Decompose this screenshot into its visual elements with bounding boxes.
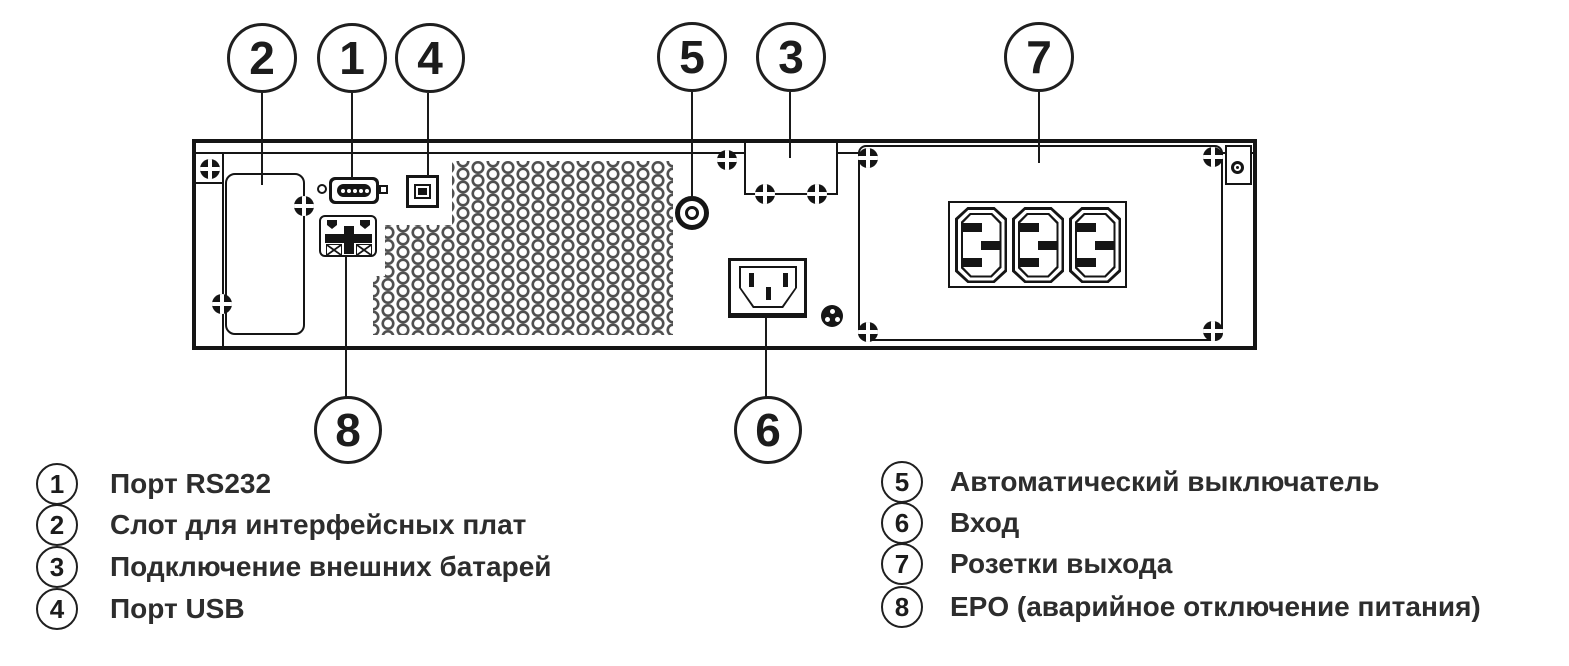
outlet-c13 bbox=[1012, 207, 1064, 283]
leader-line-8 bbox=[345, 257, 347, 397]
legend-number-7: 7 bbox=[881, 543, 923, 585]
legend-item-1: 1 Порт RS232 bbox=[36, 463, 271, 505]
leader-line-3 bbox=[789, 92, 791, 158]
callout-circle-6: 6 bbox=[734, 396, 802, 464]
interface-card-slot bbox=[225, 173, 305, 335]
legend-label-2: Слот для интерфейсных плат bbox=[110, 509, 527, 540]
legend-number-2: 2 bbox=[36, 504, 78, 546]
rs232-left-screw-icon bbox=[317, 184, 327, 194]
legend-item-7: 7 Розетки выхода bbox=[881, 543, 1172, 585]
legend-item-5: 5 Автоматический выключатель bbox=[881, 461, 1379, 503]
callout-circle-8: 8 bbox=[314, 396, 382, 464]
legend-item-6: 6 Вход bbox=[881, 502, 1019, 544]
rs232-right-screw-icon bbox=[379, 185, 388, 194]
rs232-pins bbox=[337, 184, 371, 197]
legend-label-4: Порт USB bbox=[110, 593, 245, 624]
screw-icon bbox=[755, 184, 775, 204]
screw-icon bbox=[717, 150, 737, 170]
screw-icon bbox=[1203, 321, 1223, 341]
outlet-c13 bbox=[1069, 207, 1121, 283]
leader-line-7 bbox=[1038, 92, 1040, 163]
legend-item-4: 4 Порт USB bbox=[36, 588, 245, 630]
callout-circle-4: 4 bbox=[395, 23, 465, 93]
panel-left-divider bbox=[222, 153, 224, 346]
legend-label-5: Автоматический выключатель bbox=[950, 466, 1380, 497]
screw-icon bbox=[212, 294, 232, 314]
legend-item-2: 2 Слот для интерфейсных плат bbox=[36, 504, 526, 546]
legend-number-4: 4 bbox=[36, 588, 78, 630]
screw-icon bbox=[1203, 147, 1223, 167]
legend-label-1: Порт RS232 bbox=[110, 468, 272, 499]
legend-label-8: EPO (аварийное отключение питания) bbox=[950, 591, 1481, 622]
legend-label-7: Розетки выхода bbox=[950, 548, 1173, 579]
screw-icon bbox=[807, 184, 827, 204]
callout-circle-1: 1 bbox=[317, 23, 387, 93]
legend-number-6: 6 bbox=[881, 502, 923, 544]
ear-hole-icon bbox=[1231, 161, 1244, 174]
left-screw-box-line bbox=[196, 182, 222, 184]
circuit-breaker-button bbox=[685, 206, 699, 220]
usb-port bbox=[406, 175, 439, 208]
leader-line-5 bbox=[691, 92, 693, 199]
epo-connector bbox=[319, 215, 377, 257]
leader-line-1 bbox=[351, 93, 353, 178]
input-socket-c14 bbox=[728, 258, 807, 318]
screw-icon bbox=[294, 196, 314, 216]
callout-circle-7: 7 bbox=[1004, 22, 1074, 92]
screw-icon bbox=[858, 148, 878, 168]
legend-item-3: 3 Подключение внешних батарей bbox=[36, 546, 551, 588]
legend-item-8: 8 EPO (аварийное отключение питания) bbox=[881, 586, 1481, 628]
leader-line-6 bbox=[765, 318, 767, 397]
legend-number-5: 5 bbox=[881, 461, 923, 503]
screw-icon bbox=[858, 322, 878, 342]
callout-circle-5: 5 bbox=[657, 22, 727, 92]
screw-icon bbox=[200, 159, 220, 179]
callout-circle-2: 2 bbox=[227, 23, 297, 93]
input-screw-icon bbox=[821, 305, 843, 327]
rs232-port bbox=[329, 177, 379, 204]
legend-number-8: 8 bbox=[881, 586, 923, 628]
legend-number-1: 1 bbox=[36, 463, 78, 505]
legend-label-3: Подключение внешних батарей bbox=[110, 551, 552, 582]
legend-number-3: 3 bbox=[36, 546, 78, 588]
leader-line-4 bbox=[427, 93, 429, 176]
callout-circle-3: 3 bbox=[756, 22, 826, 92]
outlet-c13 bbox=[955, 207, 1007, 283]
legend-label-6: Вход bbox=[950, 507, 1020, 538]
leader-line-2 bbox=[261, 93, 263, 185]
